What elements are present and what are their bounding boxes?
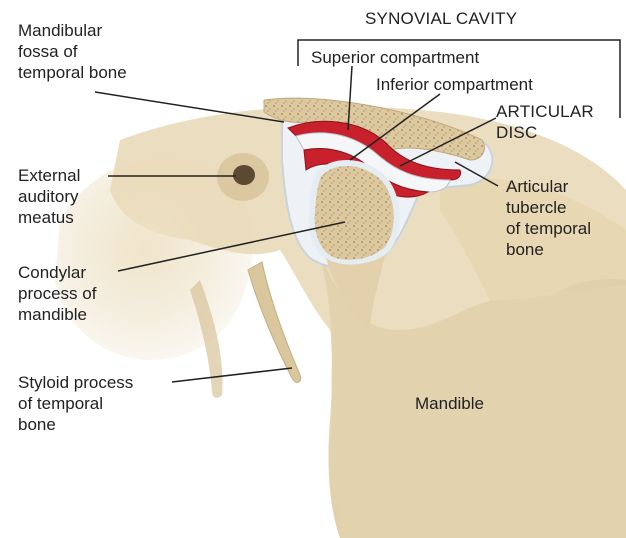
leader-styloid xyxy=(172,368,292,382)
label-articular-disc: ARTICULAR DISC xyxy=(496,101,594,143)
ear-canal-hole xyxy=(233,165,255,185)
label-mandibular-fossa: Mandibular fossa of temporal bone xyxy=(18,20,127,83)
label-synovial-cavity: SYNOVIAL CAVITY xyxy=(365,8,517,29)
label-mandible: Mandible xyxy=(415,393,484,414)
leader-mandibular-fossa xyxy=(95,92,284,122)
label-external-auditory-meatus: External auditory meatus xyxy=(18,165,80,228)
styloid-process xyxy=(248,262,301,382)
condyle-head xyxy=(312,163,397,263)
label-superior-compartment: Superior compartment xyxy=(311,47,479,68)
label-inferior-compartment: Inferior compartment xyxy=(376,74,533,95)
label-styloid-process: Styloid process of temporal bone xyxy=(18,372,133,435)
label-articular-tubercle: Articular tubercle of temporal bone xyxy=(506,176,591,260)
label-condylar-process: Condylar process of mandible xyxy=(18,262,96,325)
